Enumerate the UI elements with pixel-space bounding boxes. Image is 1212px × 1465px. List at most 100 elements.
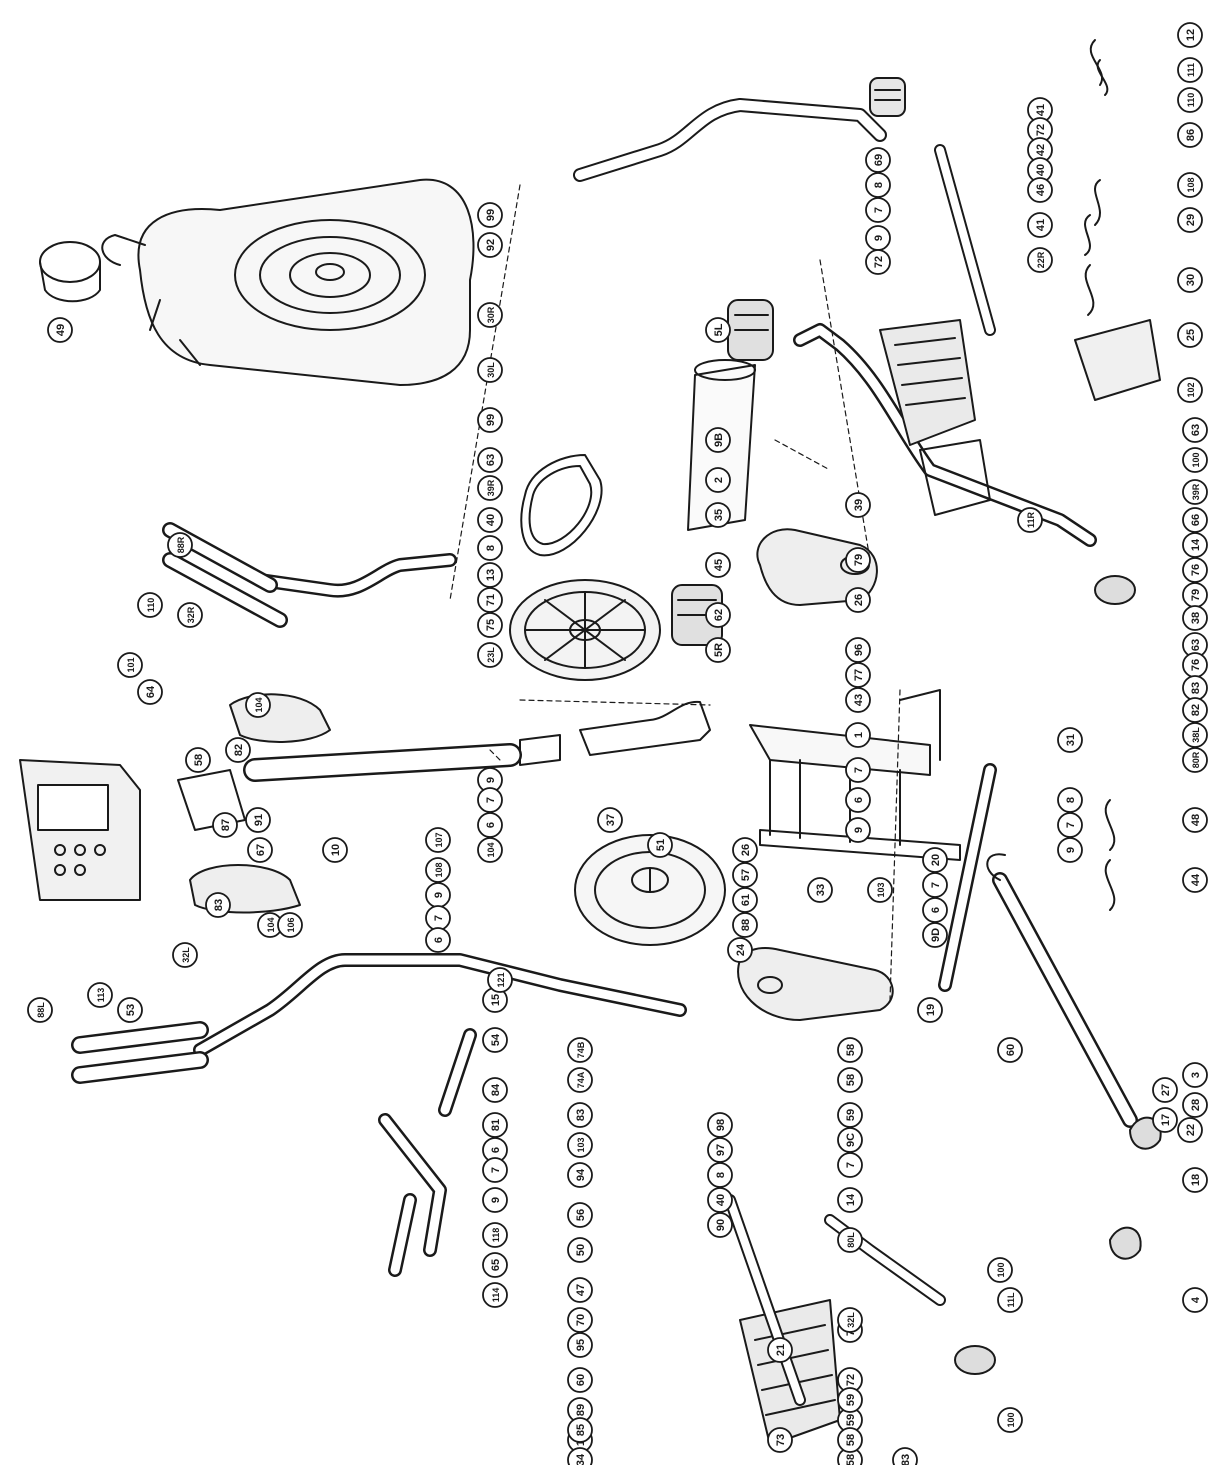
label-bubble bbox=[482, 1112, 508, 1138]
part-number-text: 102 bbox=[1186, 382, 1196, 397]
part-label: 7 bbox=[482, 1157, 508, 1183]
part-label: 74B bbox=[567, 1037, 593, 1063]
label-bubble bbox=[1027, 247, 1053, 273]
part-number-text: 7 bbox=[873, 207, 885, 213]
part-number-text: 66 bbox=[1190, 514, 1202, 526]
part-number-text: 110 bbox=[1186, 93, 1196, 108]
part-label: 79 bbox=[1182, 582, 1208, 608]
label-bubble bbox=[567, 1277, 593, 1303]
part-label: 104 bbox=[477, 837, 503, 863]
part-number-text: 26 bbox=[853, 594, 865, 606]
part-number-text: 34 bbox=[575, 1453, 587, 1465]
part-number-text: 18 bbox=[1190, 1174, 1202, 1186]
crank-24 bbox=[737, 947, 894, 1021]
label-bubble bbox=[567, 1237, 593, 1263]
part-number-text: 58 bbox=[193, 754, 205, 766]
part-number-text: 104 bbox=[254, 697, 264, 712]
part-number-text: 63 bbox=[485, 454, 497, 466]
part-label: 7 bbox=[865, 197, 891, 223]
part-number-text: 58 bbox=[845, 1044, 857, 1056]
part-number-text: 63 bbox=[1190, 639, 1202, 651]
label-bubble bbox=[845, 662, 871, 688]
part-label: 50 bbox=[567, 1237, 593, 1263]
part-number-text: 5R bbox=[713, 643, 725, 657]
part-number-text: 82 bbox=[1190, 704, 1202, 716]
label-bubble bbox=[705, 317, 731, 343]
part-number-text: 107 bbox=[434, 832, 444, 847]
part-number-text: 74B bbox=[576, 1041, 586, 1058]
part-label: 41 bbox=[1027, 212, 1053, 238]
part-number-text: 35 bbox=[713, 509, 725, 521]
part-number-text: 99 bbox=[485, 414, 497, 426]
part-label: 39R bbox=[477, 475, 503, 501]
part-number-text: 103 bbox=[576, 1137, 586, 1152]
part-label: 83 bbox=[1182, 675, 1208, 701]
part-number-text: 11R bbox=[1026, 511, 1036, 528]
part-number-text: 100 bbox=[1006, 1412, 1016, 1427]
part-label: 38L bbox=[1182, 722, 1208, 748]
part-label: 84 bbox=[482, 1077, 508, 1103]
part-number-text: 7 bbox=[490, 1167, 502, 1173]
wheel-38-right bbox=[1094, 575, 1136, 605]
part-label: 27 bbox=[1152, 1077, 1178, 1103]
label-bubble bbox=[1057, 727, 1083, 753]
part-number-text: 106 bbox=[286, 917, 296, 932]
part-number-text: 11L bbox=[1006, 1292, 1016, 1308]
label-bubble bbox=[477, 642, 503, 668]
part-number-text: 8 bbox=[1065, 797, 1077, 803]
part-number-text: 98 bbox=[715, 1119, 727, 1131]
part-number-text: 83 bbox=[213, 899, 225, 911]
part-number-text: 91 bbox=[253, 814, 265, 826]
part-label: 7 bbox=[845, 757, 871, 783]
part-label: 121 bbox=[487, 967, 513, 993]
label-bubble bbox=[865, 172, 891, 198]
part-label: 58 bbox=[837, 1067, 863, 1093]
part-label: 114 bbox=[482, 1282, 508, 1308]
part-number-text: 14 bbox=[845, 1193, 857, 1206]
label-bubble bbox=[1182, 807, 1208, 833]
part-number-text: 7 bbox=[845, 1162, 857, 1168]
part-label: 35 bbox=[705, 502, 731, 528]
part-label: 107 bbox=[425, 827, 451, 853]
part-number-text: 14 bbox=[1190, 538, 1202, 551]
part-label: 23L bbox=[477, 642, 503, 668]
label-bubble bbox=[705, 427, 731, 453]
label-bubble bbox=[707, 1162, 733, 1188]
part-number-text: 43 bbox=[853, 694, 865, 706]
part-label: 47 bbox=[567, 1277, 593, 1303]
part-label: 104 bbox=[245, 692, 271, 718]
part-label: 5L bbox=[705, 317, 731, 343]
part-number-text: 37 bbox=[605, 814, 617, 826]
label-bubble bbox=[865, 197, 891, 223]
part-label: 22R bbox=[1027, 247, 1053, 273]
label-bubble bbox=[1177, 172, 1203, 198]
part-label: 88R bbox=[167, 532, 193, 558]
part-label: 80R bbox=[1182, 747, 1208, 773]
label-bubble bbox=[987, 1257, 1013, 1283]
part-label: 118 bbox=[482, 1222, 508, 1248]
part-number-text: 54 bbox=[490, 1033, 502, 1046]
part-number-text: 72 bbox=[845, 1374, 857, 1386]
part-number-text: 15 bbox=[490, 994, 502, 1006]
label-bubble bbox=[1177, 87, 1203, 113]
label-bubble bbox=[477, 302, 503, 328]
knob-5l bbox=[727, 299, 774, 361]
part-number-text: 103 bbox=[876, 882, 886, 897]
part-number-text: 7 bbox=[433, 915, 445, 921]
bracket-87 bbox=[177, 769, 246, 831]
part-number-text: 79 bbox=[853, 554, 865, 566]
part-label: 65 bbox=[482, 1252, 508, 1278]
part-label: 82 bbox=[225, 737, 251, 763]
part-label: 32R bbox=[177, 602, 203, 628]
part-number-text: 118 bbox=[491, 1228, 501, 1243]
part-label: 66 bbox=[1182, 507, 1208, 533]
part-label: 31 bbox=[1057, 727, 1083, 753]
part-label: 8 bbox=[1057, 787, 1083, 813]
part-number-text: 22 bbox=[1185, 1124, 1197, 1136]
label-bubble bbox=[922, 872, 948, 898]
part-label-group: 121111108610829302510241724240464122R698… bbox=[27, 22, 1208, 1465]
part-number-text: 110 bbox=[146, 598, 156, 613]
part-number-text: 9 bbox=[853, 827, 865, 833]
label-bubble bbox=[482, 1157, 508, 1183]
